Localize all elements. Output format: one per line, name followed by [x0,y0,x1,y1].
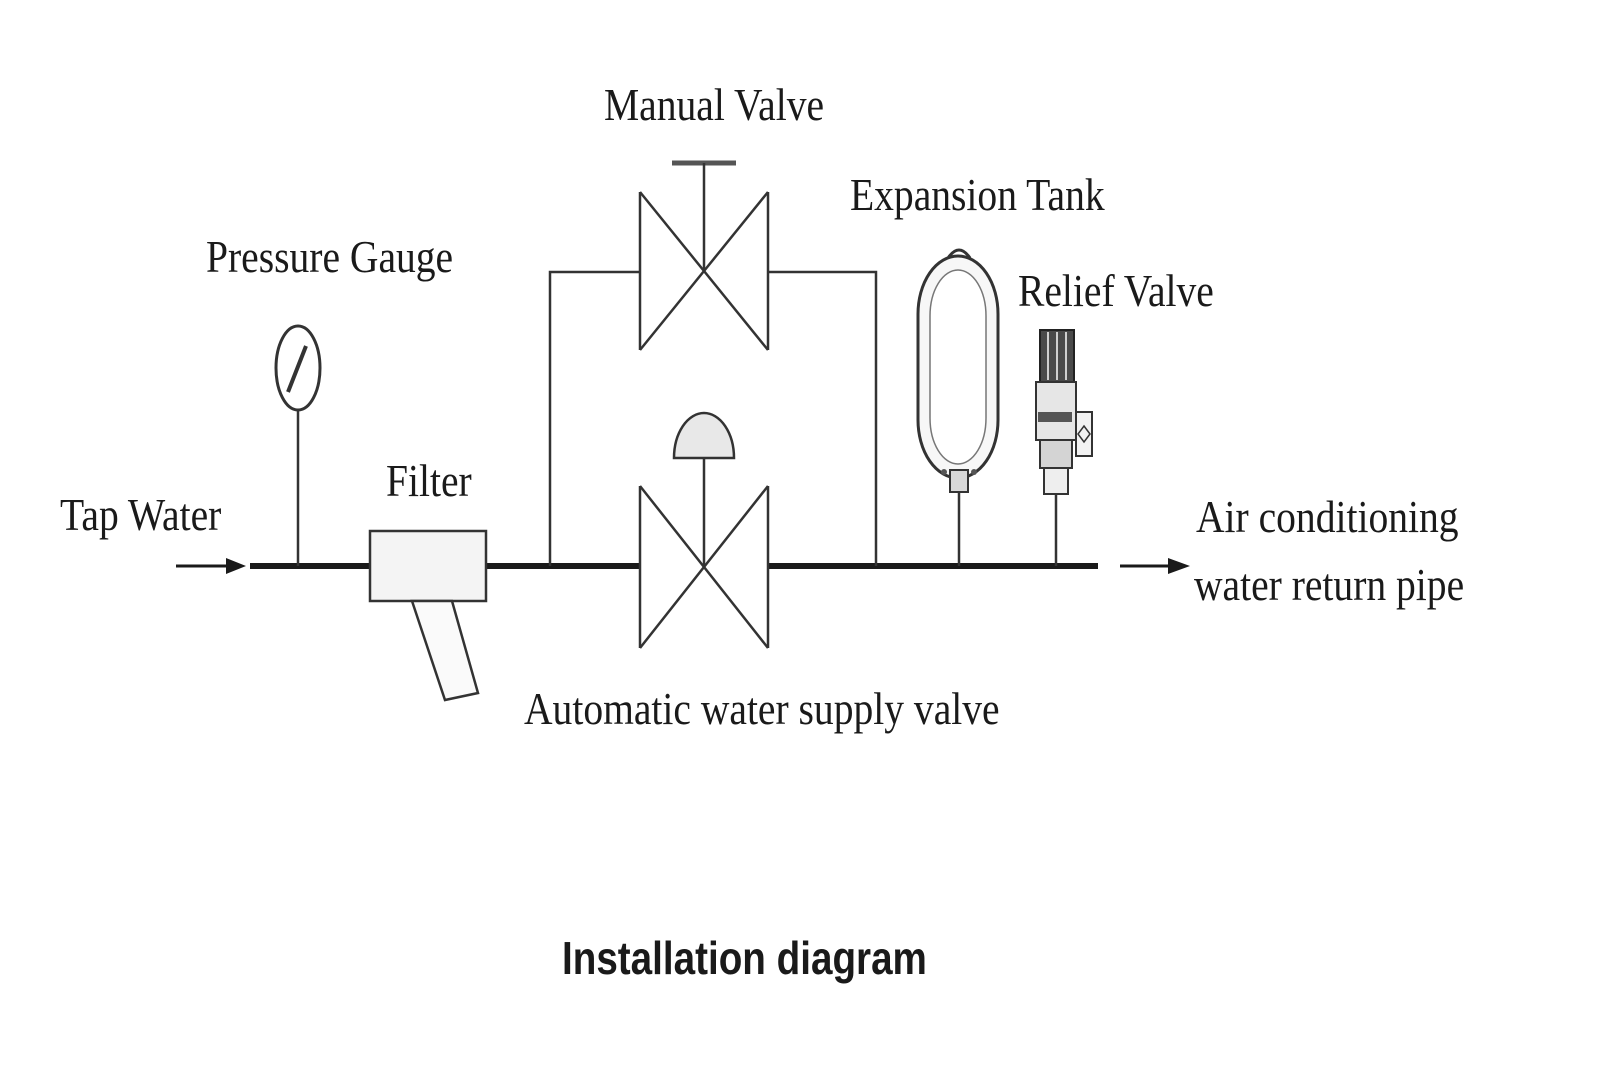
outlet-arrow [1120,558,1190,574]
expansion-tank-icon [916,248,1000,566]
relief-valve-label: Relief Valve [1018,266,1214,316]
automatic-valve-label: Automatic water supply valve [524,684,1000,734]
pressure-gauge-label: Pressure Gauge [206,232,453,282]
outlet-label-line1: Air conditioning [1196,492,1459,542]
automatic-valve-icon [638,411,770,649]
inlet-arrow [176,558,246,574]
bypass-pipe [548,270,878,566]
diagram-title: Installation diagram [562,933,927,984]
expansion-tank-label: Expansion Tank [850,170,1105,220]
manual-valve-label: Manual Valve [604,80,824,130]
filter-label: Filter [386,456,472,506]
tap-water-label: Tap Water [60,490,221,540]
relief-valve-icon [1035,329,1093,566]
outlet-label-line2: water return pipe [1194,560,1464,610]
manual-valve-icon [638,160,770,351]
pressure-gauge-icon [274,324,322,566]
filter-icon [368,529,488,702]
